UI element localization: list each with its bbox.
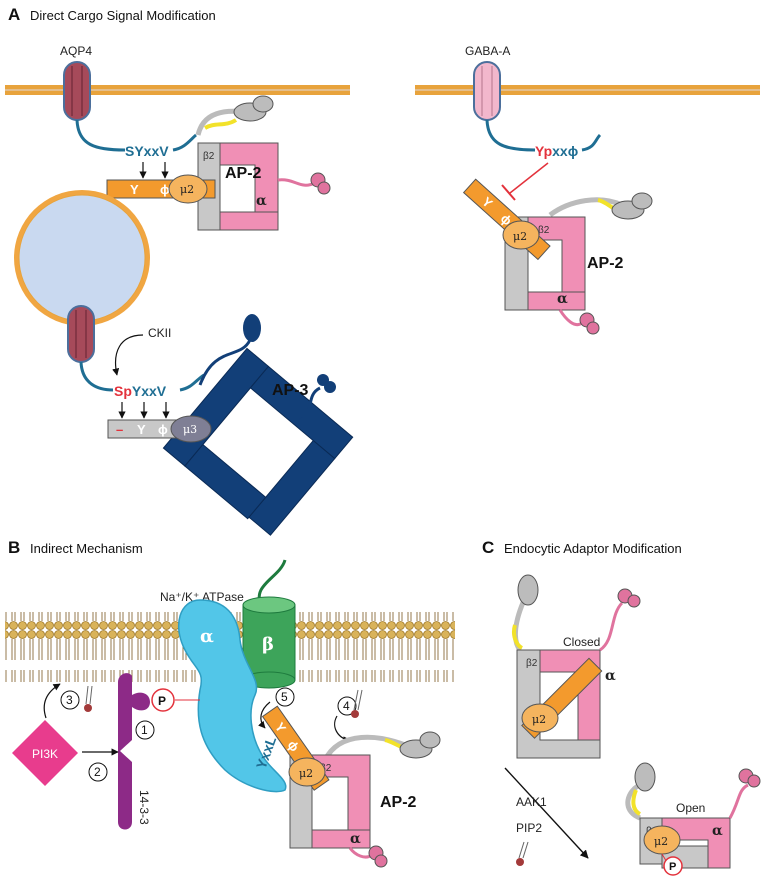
- ckii-label: CKII: [148, 326, 171, 340]
- gaba-motif-rest: xxϕ: [552, 143, 578, 159]
- ap2-a2-mu2: [502, 220, 540, 250]
- gaba-label: GABA-A: [465, 44, 510, 58]
- ap3-minus: –: [116, 422, 123, 437]
- aak1-label: AAK1: [516, 795, 547, 809]
- panel-a-letter: A: [8, 5, 20, 24]
- ap2-b-mu2: [288, 757, 326, 787]
- ap2-b-alpha: α: [350, 831, 361, 847]
- atpase-alpha: [177, 599, 287, 793]
- ap2-a1-phi: ϕ: [160, 182, 170, 197]
- gaba-channel: [473, 61, 536, 152]
- step-3: 3: [60, 690, 80, 710]
- ap2-a1-mu2: [168, 174, 208, 204]
- phospho-c: [663, 856, 683, 876]
- ap2-closed-beta2: β2: [526, 658, 538, 669]
- membrane-right: [415, 85, 760, 95]
- pip2-lipid-icon: [516, 841, 529, 866]
- closed-label: Closed: [563, 635, 600, 649]
- ap2-a1-beta2: β2: [203, 151, 215, 162]
- gaba-motif: Ypxxϕ: [535, 143, 578, 159]
- ap2-complex-b: β2 α: [289, 731, 441, 868]
- ap3-motif: SpYxxV: [114, 383, 167, 399]
- svg-text:3: 3: [66, 693, 73, 707]
- ap2-a1-label: AP-2: [225, 165, 262, 182]
- lipid-icon-4: [351, 689, 363, 718]
- step-5: 5: [275, 687, 295, 707]
- ap2-a1-y: Y: [130, 182, 139, 197]
- aqp4-label: AQP4: [60, 44, 92, 58]
- svg-text:5: 5: [281, 690, 288, 704]
- gaba-motif-p: Yp: [535, 143, 552, 159]
- phospho-b-label: P: [158, 694, 166, 708]
- ap3-y: Y: [137, 422, 146, 437]
- aqp4-motif: SYxxV: [125, 143, 169, 159]
- yxxl-motif: YxxL: [253, 734, 280, 771]
- panel-b: B Indirect Mechanism Na⁺/K⁺ ATPase β α Y…: [5, 538, 455, 868]
- panel-c-letter: C: [482, 538, 494, 557]
- phospho-b: [151, 688, 175, 712]
- aqp4-channel: [63, 61, 126, 152]
- ap2-a1-alpha: α: [256, 193, 267, 209]
- ap2-a1-mu2-label: μ2: [180, 183, 194, 196]
- ap2-closed-mu2: [521, 703, 559, 733]
- ap2-open-mu2-label: μ2: [654, 835, 668, 848]
- ap2-a2-label: AP-2: [587, 255, 624, 272]
- ap2-a2-alpha: α: [557, 291, 568, 307]
- ap2-a2-beta2: β2: [538, 225, 550, 236]
- transition-arrow: [504, 767, 589, 859]
- atpase-alpha-label: α: [200, 626, 214, 647]
- pip2-label: PIP2: [516, 821, 542, 835]
- ap2-b-label: AP-2: [380, 794, 417, 811]
- ap3-motif-rest: YxxV: [132, 383, 167, 399]
- ap3-mu3-label: μ3: [183, 423, 197, 436]
- protein-14-3-3-label: 14-3-3: [137, 790, 151, 825]
- svg-text:2: 2: [94, 765, 101, 779]
- panel-c-title: Endocytic Adaptor Modification: [504, 541, 682, 556]
- open-label: Open: [676, 801, 705, 815]
- ap2-complex-a1: β2 α: [195, 95, 331, 231]
- svg-text:4: 4: [343, 699, 350, 713]
- phospho-c-label: P: [669, 861, 676, 873]
- step-2: 2: [88, 762, 108, 782]
- panel-b-letter: B: [8, 538, 20, 557]
- ap2-complex-a2: β2 α: [504, 192, 653, 335]
- protein-14-3-3: [118, 673, 150, 830]
- svg-text:1: 1: [141, 723, 148, 737]
- vesicle: [14, 190, 150, 392]
- step-4: 4: [337, 696, 357, 716]
- panel-c: C Endocytic Adaptor Modification β2 α μ2…: [482, 538, 761, 876]
- membrane-left: [5, 85, 350, 95]
- ap2-closed-mu2-label: μ2: [532, 713, 546, 726]
- ap2-b-mu2-label: μ2: [299, 767, 313, 780]
- panel-a: A Direct Cargo Signal Modification AQP4 …: [5, 5, 760, 536]
- ap3-mu3: [170, 415, 212, 443]
- ap3-label: AP-3: [272, 382, 309, 399]
- panel-a-title: Direct Cargo Signal Modification: [30, 8, 216, 23]
- atpase-label: Na⁺/K⁺ ATPase: [160, 590, 244, 604]
- ap2-a2-mu2-label: μ2: [513, 230, 527, 243]
- ap2-open-alpha: α: [712, 823, 723, 839]
- lipid-icon-3: [84, 685, 93, 712]
- pi3k: PI3K: [12, 720, 78, 786]
- pi3k-label: PI3K: [32, 747, 58, 761]
- ap3-motif-p: Sp: [114, 383, 132, 399]
- ap2-closed-alpha: α: [605, 668, 616, 684]
- atpase-beta-label: β: [262, 634, 274, 655]
- ap3-phi: ϕ: [158, 422, 168, 437]
- panel-b-title: Indirect Mechanism: [30, 541, 143, 556]
- ap2-open: β2 α: [625, 762, 761, 869]
- step-1: 1: [135, 720, 155, 740]
- ap2-b-beta2: β2: [320, 763, 332, 774]
